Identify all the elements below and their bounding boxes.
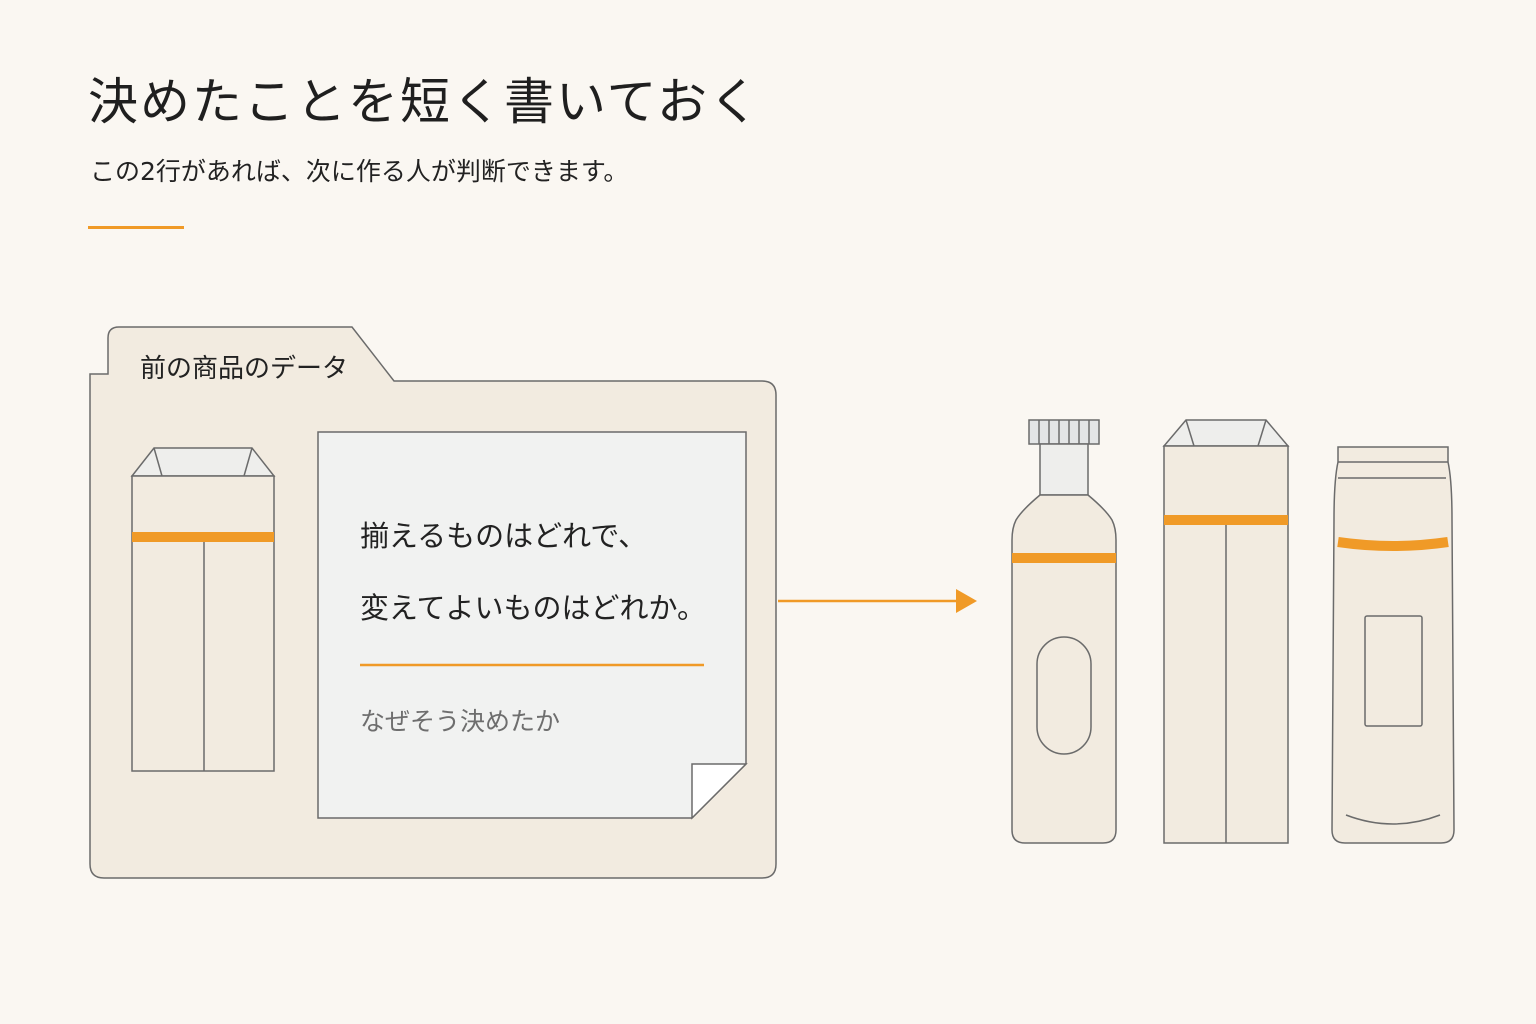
- title-accent-rule: [88, 226, 184, 229]
- decision-note: [317, 431, 748, 820]
- carton-icon: [1162, 419, 1290, 844]
- note-caption: なぜそう決めたか: [360, 707, 561, 736]
- arrow-right-icon: [778, 589, 977, 613]
- previous-carton-icon: [130, 447, 276, 772]
- pouch-icon: [1331, 446, 1455, 844]
- page-subtitle: この2行があれば、次に作る人が判断できます。: [90, 157, 629, 186]
- bottle-icon: [1011, 419, 1117, 844]
- note-line-1: 揃えるものはどれで、: [360, 519, 648, 553]
- folder-tab-label: 前の商品のデータ: [140, 354, 349, 384]
- page-title: 決めたことを短く書いておく: [88, 73, 761, 131]
- note-line-2: 変えてよいものはどれか。: [360, 591, 706, 625]
